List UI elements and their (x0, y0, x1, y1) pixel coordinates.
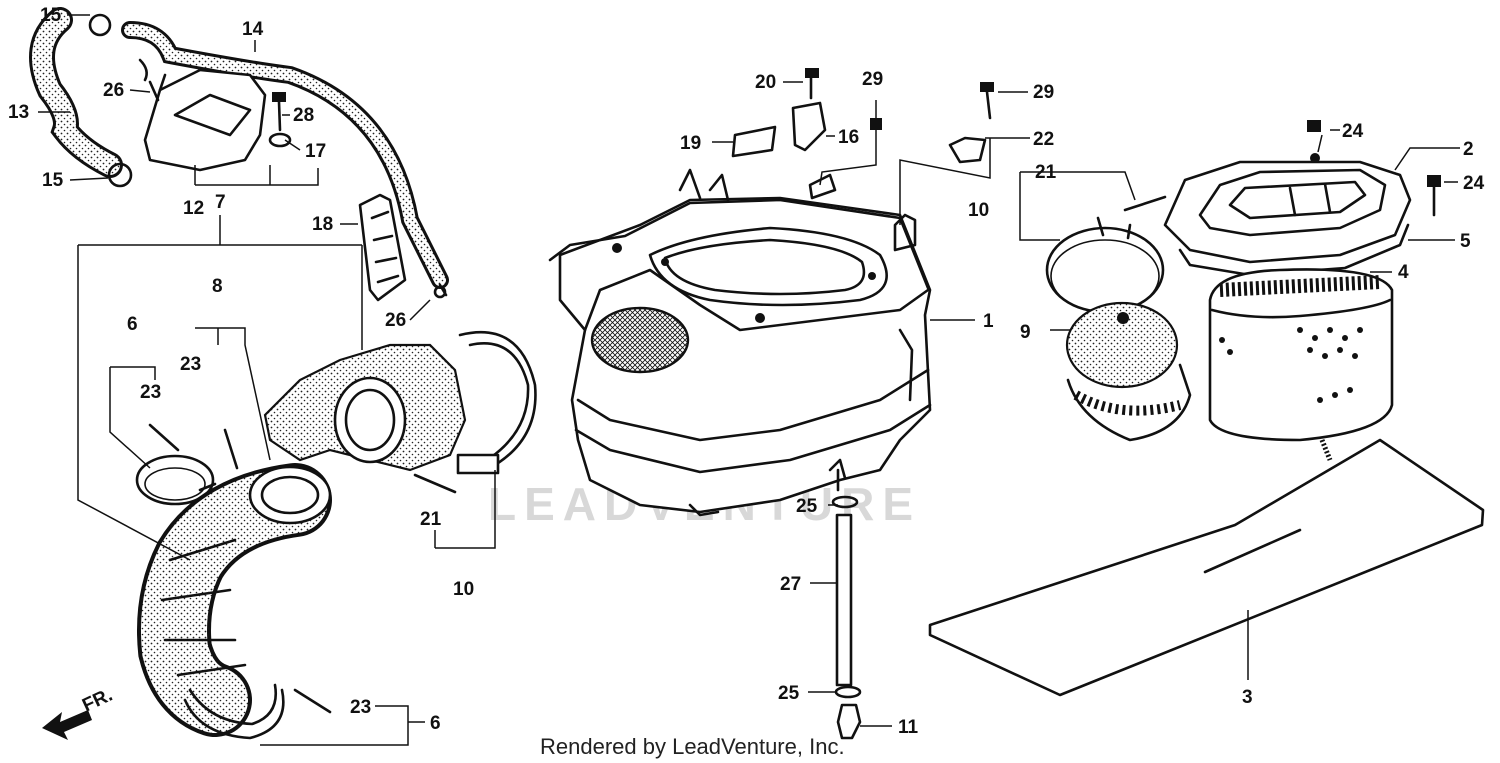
callout-6: 6 (430, 713, 441, 734)
callout-2: 2 (1463, 139, 1474, 160)
callout-20: 20 (755, 72, 776, 93)
callout-25: 25 (778, 683, 800, 704)
breather-chamber (138, 58, 267, 172)
callout-26: 26 (103, 80, 124, 101)
callout-23: 23 (350, 697, 371, 718)
callout-24: 24 (1342, 121, 1364, 142)
front-direction-arrow: FR. (42, 685, 116, 740)
callout-26: 26 (385, 310, 406, 331)
drain-tube (831, 468, 862, 740)
callout-15: 15 (40, 5, 62, 26)
callout-19: 19 (680, 133, 701, 154)
callout-17: 17 (305, 141, 326, 162)
callout-13: 13 (8, 102, 29, 123)
bracket-18 (358, 193, 407, 302)
callout-29: 29 (1033, 82, 1054, 103)
callout-6: 6 (127, 314, 138, 335)
callout-21: 21 (1035, 162, 1057, 183)
callout-5: 5 (1460, 231, 1471, 252)
callout-25: 25 (796, 496, 818, 517)
callout-14: 14 (242, 19, 264, 40)
callout-15: 15 (42, 170, 64, 191)
callout-11: 11 (898, 717, 919, 738)
bolt-28 (268, 92, 292, 148)
cleaner-cover (1163, 153, 1412, 277)
callout-23: 23 (140, 382, 161, 403)
callout-27: 27 (780, 574, 801, 595)
callout-10: 10 (453, 579, 474, 600)
hardware-top (731, 68, 1441, 217)
callout-23: 23 (180, 354, 201, 375)
callout-9: 9 (1020, 322, 1031, 343)
callout-16: 16 (838, 127, 859, 148)
band-6-upper (135, 454, 217, 506)
callout-24: 24 (1463, 173, 1485, 194)
callout-21: 21 (420, 509, 442, 530)
callout-4: 4 (1398, 262, 1409, 283)
air-cleaner-case (548, 168, 932, 517)
callout-18: 18 (312, 214, 333, 235)
callout-12: 12 (183, 198, 204, 219)
lower-hose (137, 463, 332, 740)
callout-labels: 15 13 15 14 26 28 17 12 7 18 8 6 23 23 2… (8, 5, 1485, 738)
callout-29: 29 (862, 69, 883, 90)
callout-28: 28 (293, 105, 314, 126)
filter-element (1208, 268, 1394, 461)
cleaner-sheet (928, 438, 1485, 697)
callout-7: 7 (215, 192, 226, 213)
screws-23 (148, 423, 457, 714)
inner-screen (1045, 216, 1192, 442)
intake-duct (263, 330, 537, 475)
callout-1: 1 (983, 311, 994, 332)
breather-hoses (29, 7, 449, 299)
leader-lines (38, 14, 1460, 746)
footer-credit: Rendered by LeadVenture, Inc. (540, 734, 845, 759)
callout-10: 10 (968, 200, 989, 221)
callout-22: 22 (1033, 129, 1054, 150)
callout-3: 3 (1242, 687, 1253, 708)
callout-8: 8 (212, 276, 223, 297)
